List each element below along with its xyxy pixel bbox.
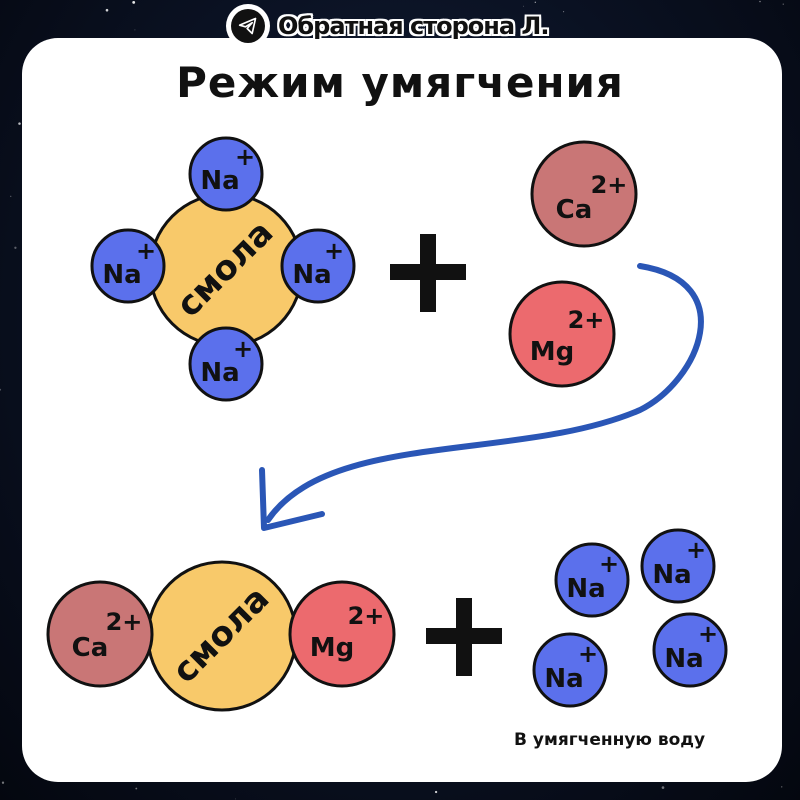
svg-text:+: + [686, 536, 706, 564]
star [14, 246, 17, 249]
sodium-ion: Na + [188, 326, 264, 402]
star [134, 29, 136, 31]
sodium-ion: Na + [188, 136, 264, 212]
svg-text:+: + [235, 143, 255, 171]
svg-text:Na: Na [292, 260, 331, 290]
sodium-ion: Na + [280, 228, 356, 304]
svg-text:2+: 2+ [568, 306, 605, 334]
resin-with-sodium: смола Na + Na + Na + Na + [90, 136, 356, 402]
svg-text:Na: Na [664, 644, 703, 674]
sodium-ion: Na + [640, 528, 716, 604]
star [780, 786, 783, 788]
star [442, 18, 445, 21]
star [523, 5, 524, 7]
sodium-ion: Na + [90, 228, 166, 304]
svg-text:+: + [698, 620, 718, 648]
star [661, 786, 665, 789]
page-title: Режим умягчения [176, 58, 624, 107]
star [0, 388, 2, 391]
svg-text:Na: Na [102, 260, 141, 290]
svg-text:Mg: Mg [310, 633, 354, 663]
softened-water-caption: В умягченную воду [514, 730, 706, 750]
svg-text:+: + [233, 335, 253, 363]
calcium-ion: Ca 2+ [530, 140, 638, 248]
star [563, 11, 565, 13]
star [759, 0, 761, 3]
magnesium-ion: Mg 2+ [508, 280, 616, 388]
sodium-ion: Na + [652, 612, 728, 688]
svg-text:2+: 2+ [106, 608, 143, 636]
svg-text:Ca: Ca [556, 195, 593, 225]
svg-text:2+: 2+ [348, 602, 385, 630]
calcium-ion: Ca 2+ [46, 580, 154, 688]
svg-text:2+: 2+ [591, 171, 628, 199]
released-sodium-ions: Na + Na + Na + Na + [532, 528, 728, 708]
channel-name: Обратная сторона Л. [278, 12, 549, 40]
star [105, 8, 109, 12]
svg-text:+: + [599, 550, 619, 578]
svg-text:Ca: Ca [72, 633, 109, 663]
star [782, 3, 784, 5]
star [10, 195, 12, 197]
plus-sign [390, 234, 466, 312]
svg-text:+: + [578, 640, 598, 668]
star [235, 798, 237, 800]
svg-text:+: + [324, 237, 344, 265]
telegram-icon [226, 4, 270, 48]
svg-text:Na: Na [200, 358, 239, 388]
star [1, 781, 5, 784]
magnesium-ion: Mg 2+ [288, 580, 396, 688]
svg-text:Na: Na [652, 560, 691, 590]
star [132, 0, 136, 4]
svg-text:+: + [136, 237, 156, 265]
svg-text:Na: Na [566, 574, 605, 604]
svg-text:Na: Na [200, 166, 239, 196]
svg-text:Mg: Mg [530, 337, 574, 367]
svg-text:Na: Na [544, 664, 583, 694]
resin-with-hardness-ions: смола Ca 2+ Mg 2+ [46, 560, 396, 712]
star [434, 790, 438, 794]
sodium-ion: Na + [554, 542, 630, 618]
channel-brand[interactable]: Обратная сторона Л. [226, 4, 549, 48]
star [534, 1, 536, 3]
star [135, 787, 138, 790]
sodium-ion: Na + [532, 632, 608, 708]
reaction-arrow [259, 263, 704, 531]
plus-sign [426, 598, 502, 676]
star [18, 122, 21, 125]
